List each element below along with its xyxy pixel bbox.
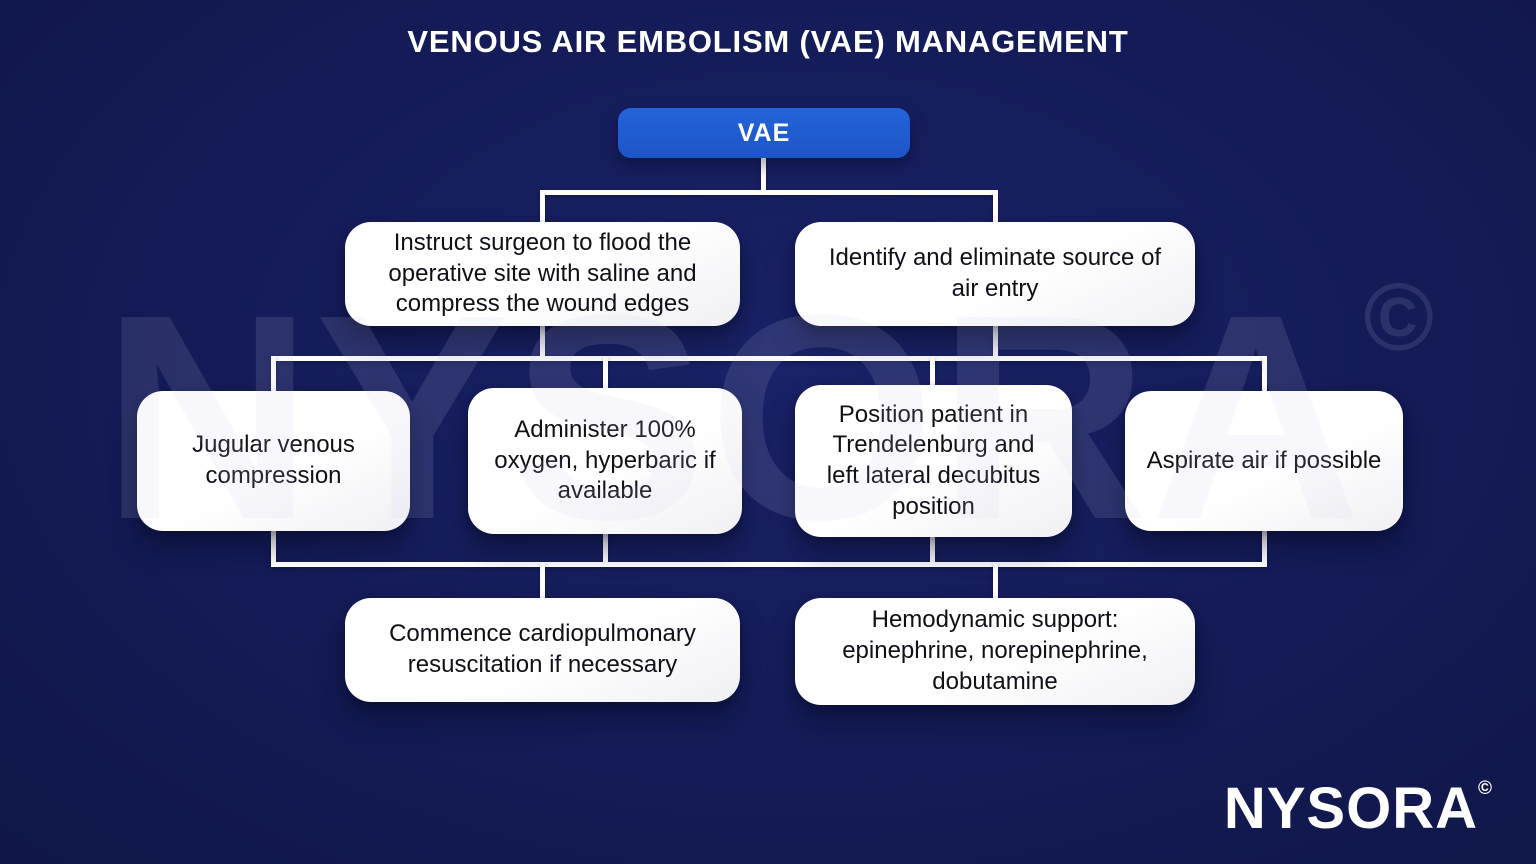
flow-node-label: Position patient in Trendelenburg and le… [826,400,1041,520]
flow-node-administer-oxygen: Administer 100% oxygen, hyperbaric if av… [468,388,742,534]
nysora-logo-text: NYSORA [1223,776,1478,841]
logo-copyright-icon: © [1478,778,1492,799]
flow-node-hemodynamic-support: Hemodynamic support: epinephrine, norepi… [795,598,1195,705]
flow-node-cpr: Commence cardiopulmonary resuscitation i… [345,598,740,702]
connector-root-stem [761,158,766,192]
connector-level3-bar [271,562,1267,567]
flow-node-eliminate-air-entry: Identify and eliminate source of air ent… [795,222,1195,326]
flow-node-label: Identify and eliminate source of air ent… [828,244,1162,302]
flow-node-label: Administer 100% oxygen, hyperbaric if av… [494,415,716,505]
page-title: VENOUS AIR EMBOLISM (VAE) MANAGEMENT [407,24,1129,59]
flow-node-jugular-compression: Jugular venous compression [137,391,410,531]
flow-node-position-patient: Position patient in Trendelenburg and le… [795,385,1072,537]
connector-level2-bar [271,356,1267,361]
flow-node-label: Commence cardiopulmonary resuscitation i… [389,620,696,678]
connector-level1-bar [540,190,998,195]
flow-node-vae: VAE [618,108,910,158]
flow-node-label: Jugular venous compression [192,431,355,489]
flow-node-flood-operative-site: Instruct surgeon to flood the operative … [345,222,740,326]
watermark-copyright-icon: © [1363,264,1434,371]
flow-node-aspirate-air: Aspirate air if possible [1125,391,1403,531]
connector-level3-right [993,562,998,600]
nysora-logo: NYSORA© [1224,779,1492,838]
flow-node-vae-label: VAE [737,119,791,147]
connector-level3-left [540,562,545,600]
flow-node-label: Aspirate air if possible [1146,446,1382,474]
flow-node-label: Instruct surgeon to flood the operative … [388,228,697,318]
flow-node-label: Hemodynamic support: epinephrine, norepi… [842,606,1148,695]
